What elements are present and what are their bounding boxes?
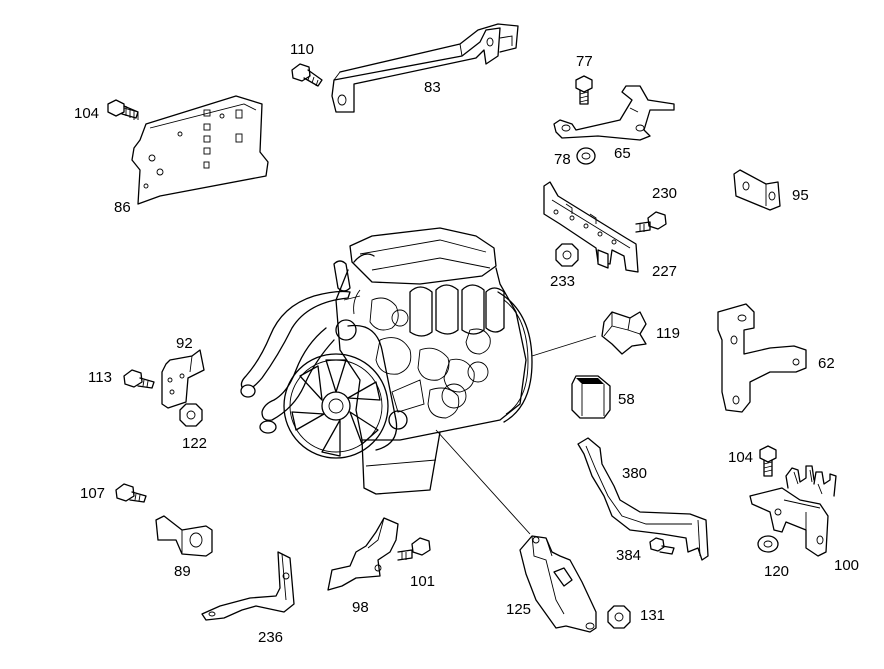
callout-83: 83	[424, 79, 441, 96]
callout-122: 122	[182, 435, 207, 452]
callout-62: 62	[818, 355, 835, 372]
callout-113: 113	[88, 369, 112, 386]
bracket-95	[733, 169, 781, 211]
callout-100: 100	[834, 557, 859, 574]
callout-119: 119	[656, 325, 680, 342]
callout-labels: 104 110 83 77 86 78 65 230 95 233 227 11…	[74, 41, 859, 646]
bracket-98	[327, 517, 399, 591]
callout-58: 58	[618, 391, 635, 408]
bracket-83	[331, 23, 519, 113]
bracket-100	[749, 465, 837, 557]
nut-122	[179, 403, 203, 427]
nut-131	[607, 605, 631, 629]
bracket-380	[577, 437, 709, 561]
callout-125: 125	[506, 601, 531, 618]
bracket-92	[161, 349, 205, 409]
bracket-125	[519, 535, 597, 633]
bolt-230	[635, 211, 667, 233]
callout-101: 101	[410, 573, 435, 590]
mount-119	[601, 311, 647, 355]
callout-92: 92	[176, 335, 193, 352]
callout-384: 384	[616, 547, 641, 564]
callout-89: 89	[174, 563, 191, 580]
callout-98: 98	[352, 599, 369, 616]
bracket-89	[155, 515, 213, 557]
bolt-113	[123, 369, 155, 389]
callout-120: 120	[764, 563, 789, 580]
callout-86: 86	[114, 199, 131, 216]
callout-110: 110	[290, 41, 314, 58]
bracket-62	[717, 303, 807, 413]
callout-104-right: 104	[728, 449, 753, 466]
nut-233	[555, 243, 579, 267]
callout-65: 65	[614, 145, 631, 162]
bracket-65	[553, 85, 675, 141]
bracket-227	[543, 181, 639, 273]
nut-78	[576, 147, 596, 165]
callout-233: 233	[550, 273, 575, 290]
nut-120	[757, 535, 779, 553]
engine-block	[240, 227, 533, 495]
callout-230: 230	[652, 185, 677, 202]
callout-95: 95	[792, 187, 809, 204]
bolt-104-top	[107, 99, 139, 120]
callout-236: 236	[258, 629, 283, 646]
bolt-104-right	[759, 445, 777, 477]
callout-380: 380	[622, 465, 647, 482]
callout-107: 107	[80, 485, 105, 502]
damper-58	[571, 375, 611, 419]
bolt-384	[649, 537, 675, 555]
plate-86	[131, 95, 269, 205]
leader-line-119	[531, 335, 597, 357]
leader-line-125	[435, 429, 531, 535]
callout-78: 78	[554, 151, 571, 168]
bolt-107	[115, 483, 147, 503]
callout-104-top: 104	[74, 105, 99, 122]
bolt-77	[575, 75, 593, 105]
callout-227: 227	[652, 263, 677, 280]
callout-131: 131	[640, 607, 665, 624]
bracket-236	[201, 551, 295, 621]
bolt-101	[397, 537, 431, 561]
callout-77: 77	[576, 53, 593, 70]
bolt-110	[291, 63, 323, 87]
